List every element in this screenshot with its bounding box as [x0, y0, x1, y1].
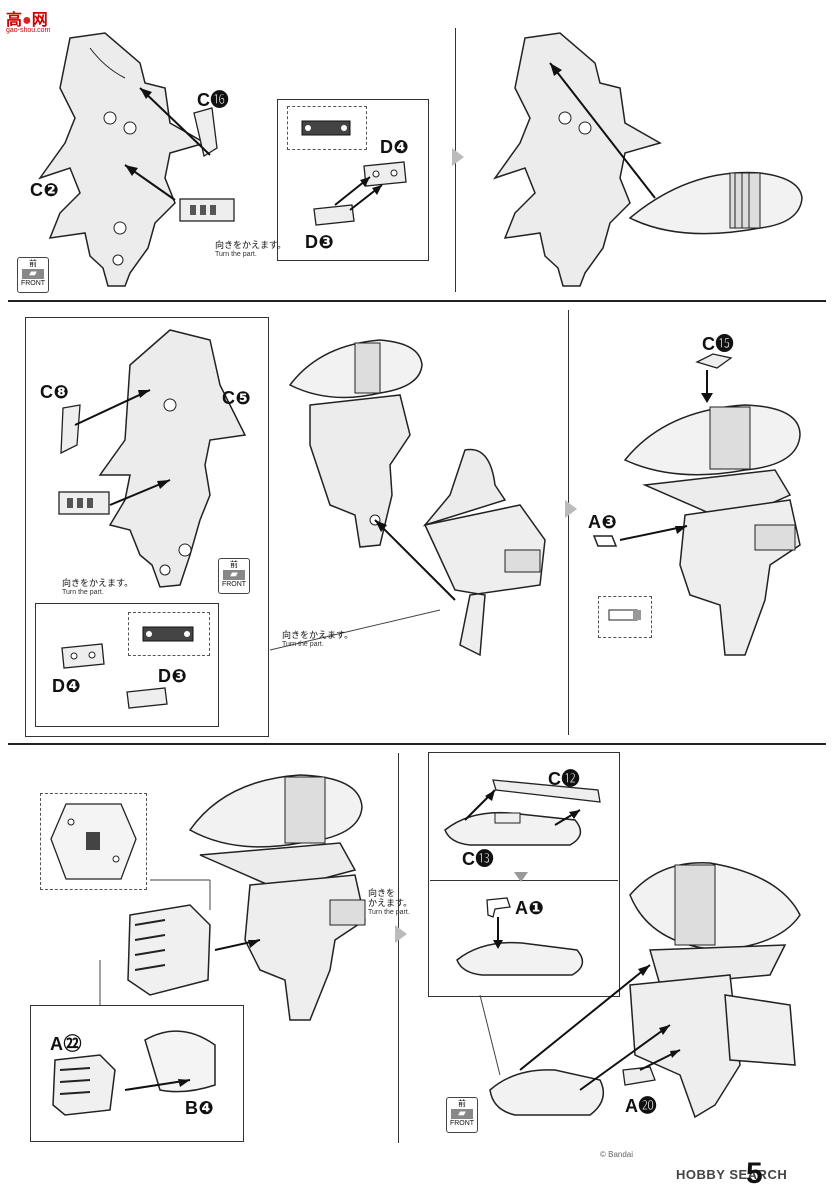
label-c5: C❺ [222, 388, 252, 408]
label-c2: C❷ [30, 180, 60, 200]
detail-callout-d3 [128, 612, 210, 656]
label-d3: D❸ [305, 232, 335, 252]
label-d4-b: D❹ [52, 676, 82, 696]
step-arrow-2 [565, 500, 577, 518]
part-d4-b [61, 643, 105, 669]
assembly-arrows [124, 87, 211, 201]
watermark-logo: 高●网 [6, 12, 48, 29]
frame-part-c2 [38, 32, 207, 287]
part-a20 [622, 1066, 656, 1086]
label-c16: C⓰ [197, 90, 229, 110]
engine-body-assembly-3 [188, 774, 366, 1021]
part-c13 [444, 811, 582, 846]
label-d4: D❹ [380, 137, 410, 157]
part-d-assembly-2 [58, 491, 110, 515]
copyright-text: © Bandai [600, 1150, 634, 1159]
label-c8: C❽ [40, 382, 70, 402]
lower-body-assembly [422, 448, 546, 657]
a3-arrow [619, 525, 688, 541]
label-b4: B❹ [185, 1098, 215, 1118]
front-indicator: 前▰FRONT [17, 257, 49, 293]
part-c13-assembled [456, 941, 584, 976]
final-assembly [629, 862, 801, 1119]
label-d3-b: D❸ [158, 666, 188, 686]
detail-callout-d4 [287, 106, 367, 150]
part-d-assembly [179, 198, 235, 222]
front-indicator-3: 前▰FRONT [446, 1097, 478, 1133]
divider [8, 300, 826, 302]
turn-part-note-1: 向きをかえます。Turn the part. [62, 578, 134, 596]
frame-part-c5 [98, 329, 247, 588]
label-c13: C⓭ [462, 849, 494, 869]
label-c12: C⓬ [548, 769, 580, 789]
label-a3: A❸ [588, 512, 618, 532]
watermark-char: 高 [6, 12, 23, 29]
step-arrow-3 [395, 925, 407, 943]
engine-upper-assembly [288, 339, 423, 548]
detail-callout-vent [40, 793, 147, 890]
d-arrows [334, 176, 383, 211]
step-arrow [452, 148, 464, 166]
label-a22: A㉒ [50, 1034, 82, 1054]
turn-part-note: 向きをかえます。Turn the part. [215, 240, 287, 258]
part-a3 [592, 535, 618, 547]
part-c12 [492, 779, 601, 803]
b4-arrow [124, 1079, 191, 1091]
front-indicator-2: 前▰FRONT [218, 558, 250, 594]
divider-2 [8, 743, 826, 745]
frame-with-engine [493, 32, 803, 287]
assembly-arrow-2 [269, 519, 456, 651]
a1-arrow [493, 917, 503, 949]
part-d3 [313, 204, 355, 226]
c-arrows [74, 389, 171, 506]
turn-part-note-2: 向きをかえます。Turn the part. [282, 630, 354, 648]
watermark-url: gao-shou.com [6, 27, 51, 34]
part-a1 [486, 897, 511, 918]
part-b4 [144, 1030, 216, 1093]
part-c15 [695, 353, 733, 369]
part-a22 [52, 1054, 116, 1116]
label-c15: C⓯ [702, 334, 734, 354]
c12-arrows [464, 789, 581, 826]
label-a1: A❶ [515, 898, 545, 918]
label-a20: A⓴ [625, 1096, 657, 1116]
part-c16 [193, 107, 218, 158]
pod-part [489, 1069, 605, 1116]
part-d3-b [126, 687, 168, 709]
panel3-arrows [99, 879, 261, 1005]
hobby-search-mark: HOBBY SEARCH [676, 1167, 788, 1182]
page-number: 5 [746, 1157, 763, 1190]
vent-assembly [127, 904, 211, 996]
engine-full-assembly [623, 370, 801, 656]
sub-step-arrow [514, 872, 528, 882]
detail-callout-a3 [598, 596, 652, 638]
watermark-char: 网 [31, 12, 48, 29]
part-c8 [60, 404, 81, 455]
turn-part-note-3: 向きをかえます。Turn the part. [368, 888, 413, 916]
